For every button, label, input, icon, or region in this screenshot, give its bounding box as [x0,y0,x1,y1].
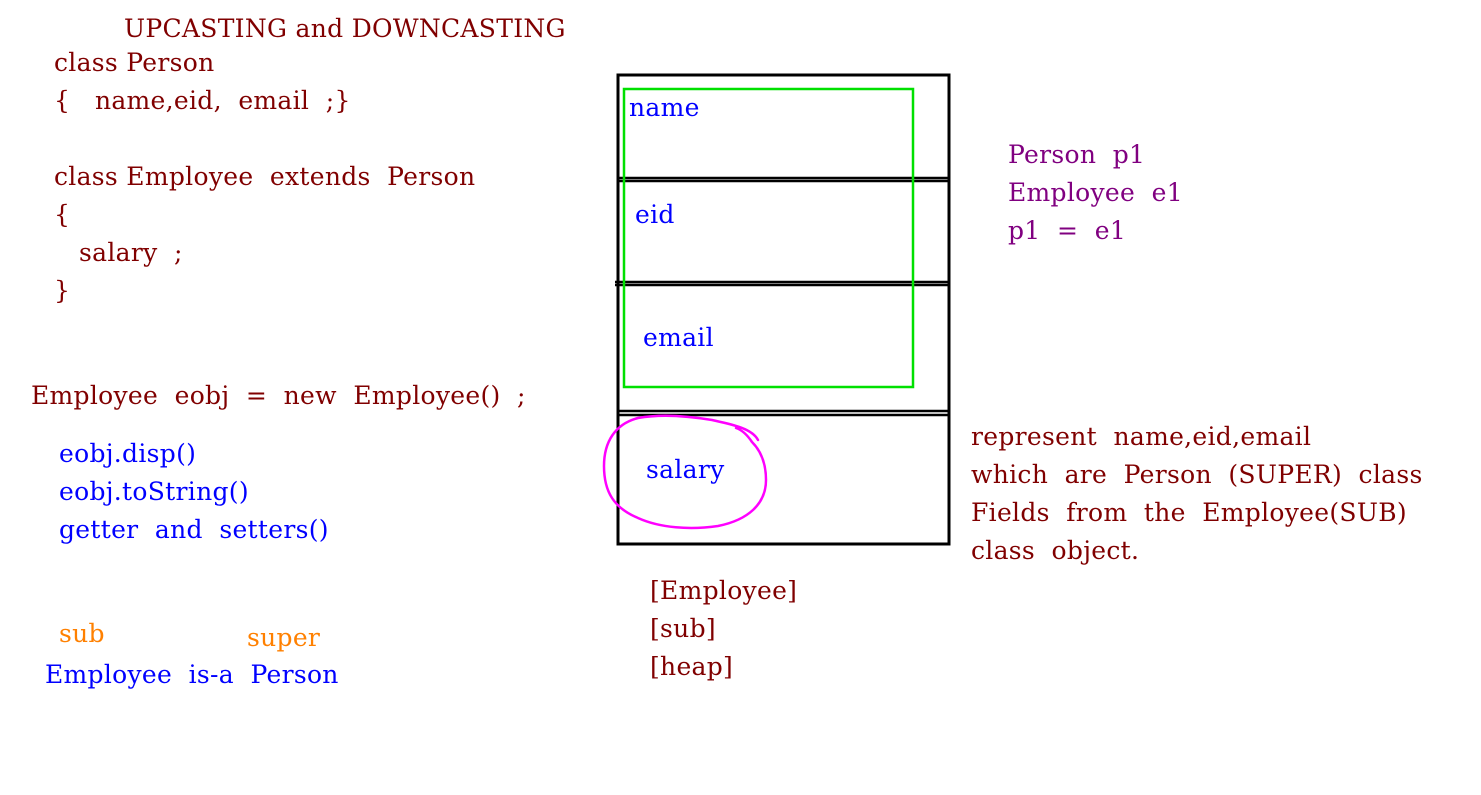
person-class-line: class Person [54,48,215,77]
close-brace: } [54,276,71,305]
super-label: super [247,623,321,652]
assignment-line: Person p1 [1008,140,1146,169]
method-item: eobj.disp() [59,439,197,468]
person-fields-line: { name,eid, email ;} [54,86,351,115]
field-email: email [643,323,714,352]
field-eid: eid [635,200,675,229]
method-item: getter and setters() [59,515,329,544]
assignment-line: Employee e1 [1008,178,1183,207]
note-line: class object. [971,536,1140,565]
note-line: Fields from the Employee(SUB) [971,498,1407,527]
field-salary: salary [646,455,725,484]
note-line: represent name,eid,email [971,422,1312,451]
field-name: name [629,93,700,122]
super-fields-highlight [622,87,915,389]
object-outline [616,73,951,546]
instantiation-line: Employee eobj = new Employee() ; [31,381,526,410]
open-brace: { [54,200,71,229]
page-title: UPCASTING and DOWNCASTING [124,14,566,43]
is-a-statement: Employee is-a Person [45,660,339,689]
sub-label: sub [59,619,105,648]
object-role-label: [sub] [650,614,716,643]
employee-class-line: class Employee extends Person [54,162,476,191]
object-location-label: [heap] [650,652,734,681]
assignment-line: p1 = e1 [1008,216,1127,245]
method-item: eobj.toString() [59,477,249,506]
salary-field-line: salary ; [79,238,183,267]
note-line: which are Person (SUPER) class [971,460,1423,489]
sub-field-circle [602,414,768,530]
object-type-label: [Employee] [650,576,798,605]
